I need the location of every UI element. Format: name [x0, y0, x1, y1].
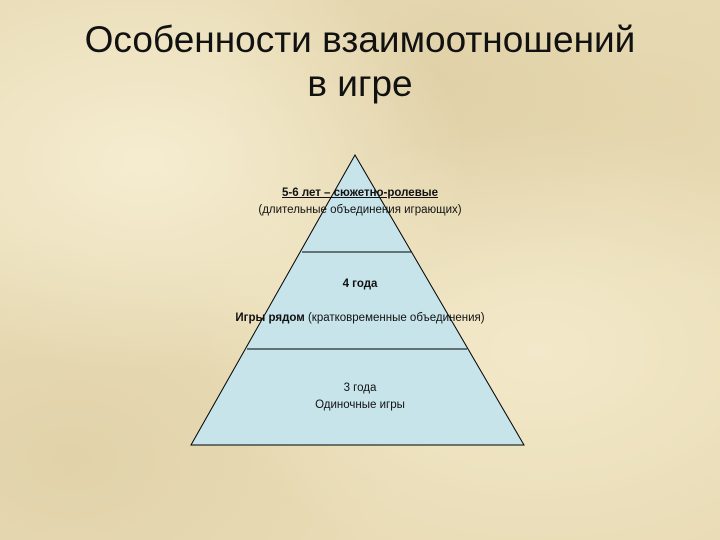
level-middle-age-label: 4 года — [160, 276, 560, 293]
level-middle-description: (кратковременные объединения) — [307, 312, 485, 324]
title-line-1: Особенности взаимоотношений — [84, 19, 636, 60]
title-line-2: в игре — [307, 63, 413, 104]
pyramid-shape — [190, 153, 525, 446]
slide-title: Особенности взаимоотношений в игре — [0, 18, 720, 106]
level-middle-name: Игры рядом — [235, 312, 305, 324]
level-top-age: 5-6 лет – сюжетно-ролевые — [282, 187, 438, 199]
level-top-label: 5-6 лет – сюжетно-ролевые (длительные об… — [160, 185, 560, 219]
level-middle-age: 4 года — [342, 278, 378, 290]
level-bottom-name: Одиночные игры — [315, 399, 405, 411]
level-middle-label: Игры рядом (кратковременные объединения) — [110, 310, 610, 327]
level-bottom-label: 3 года Одиночные игры — [160, 380, 560, 414]
level-top-description: (длительные объединения играющих) — [258, 204, 462, 216]
level-bottom-age: 3 года — [343, 382, 377, 394]
